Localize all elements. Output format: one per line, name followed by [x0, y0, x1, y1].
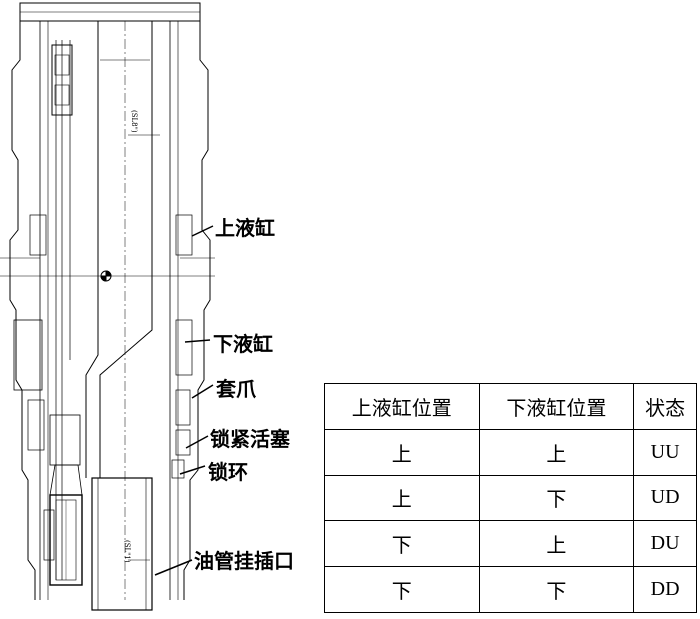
table-header-row: 上液缸位置 下液缸位置 状态 — [324, 383, 697, 430]
leader-tubing-hanger-socket — [154, 559, 193, 576]
table-row: 下 上 DU — [324, 520, 697, 568]
dimension-label-upper: (SL8") — [130, 110, 138, 133]
header-state: 状态 — [633, 383, 697, 430]
engineering-cross-section-drawing: (SL8") (SL"1) — [0, 2, 215, 611]
outer-body-left — [9, 21, 36, 600]
table-row: 上 下 UD — [324, 474, 697, 522]
cell-state-code: DU — [633, 520, 697, 568]
cell-lower-position: 下 — [478, 566, 635, 613]
callout-lock-ring: 锁环 — [208, 460, 248, 484]
table-row: 上 上 UU — [324, 428, 697, 476]
cell-lower-position: 上 — [478, 428, 635, 476]
cell-state-code: DD — [633, 566, 697, 613]
leader-collet — [191, 384, 214, 399]
callout-lower-cylinder: 下液缸 — [213, 332, 273, 356]
upper-cylinder-outline — [175, 214, 193, 256]
cell-upper-position: 下 — [324, 520, 480, 568]
cell-upper-position: 上 — [324, 428, 480, 476]
cell-lower-position: 上 — [478, 520, 635, 568]
cell-state-code: UD — [633, 474, 697, 522]
main-bore — [85, 21, 99, 478]
control-valve — [51, 44, 73, 116]
dimension-label-lower: (SL"1) — [123, 540, 131, 563]
bottom-valve-assembly — [49, 494, 83, 586]
callout-locking-piston: 锁紧活塞 — [210, 427, 290, 451]
tubing-hanger-receptacle — [91, 477, 153, 611]
callout-collet: 套爪 — [216, 377, 256, 401]
header-upper-cylinder-position: 上液缸位置 — [324, 383, 480, 430]
cell-lower-position: 下 — [478, 474, 635, 522]
locking-piston-outline — [175, 429, 191, 456]
outer-body-right — [183, 21, 211, 600]
leader-lock-ring — [179, 465, 206, 475]
leader-lower-cylinder — [184, 339, 211, 343]
header-lower-cylinder-position: 下液缸位置 — [478, 383, 635, 430]
cylinder-state-table: 上液缸位置 下液缸位置 状态 上 上 UU 上 下 UD 下 上 DU 下 下 … — [324, 383, 697, 613]
lock-ring-outline — [171, 459, 185, 479]
collet-outline — [175, 389, 191, 426]
cell-upper-position: 下 — [324, 566, 480, 613]
callout-tubing-hanger-socket: 油管挂插口 — [194, 549, 294, 573]
leader-upper-cylinder — [191, 225, 214, 237]
table-row: 下 下 DD — [324, 566, 697, 613]
cell-state-code: UU — [633, 428, 697, 476]
leader-locking-piston — [185, 435, 209, 449]
lower-cylinder-outline — [175, 319, 193, 376]
cell-upper-position: 上 — [324, 474, 480, 522]
callout-upper-cylinder: 上液缸 — [215, 216, 275, 240]
